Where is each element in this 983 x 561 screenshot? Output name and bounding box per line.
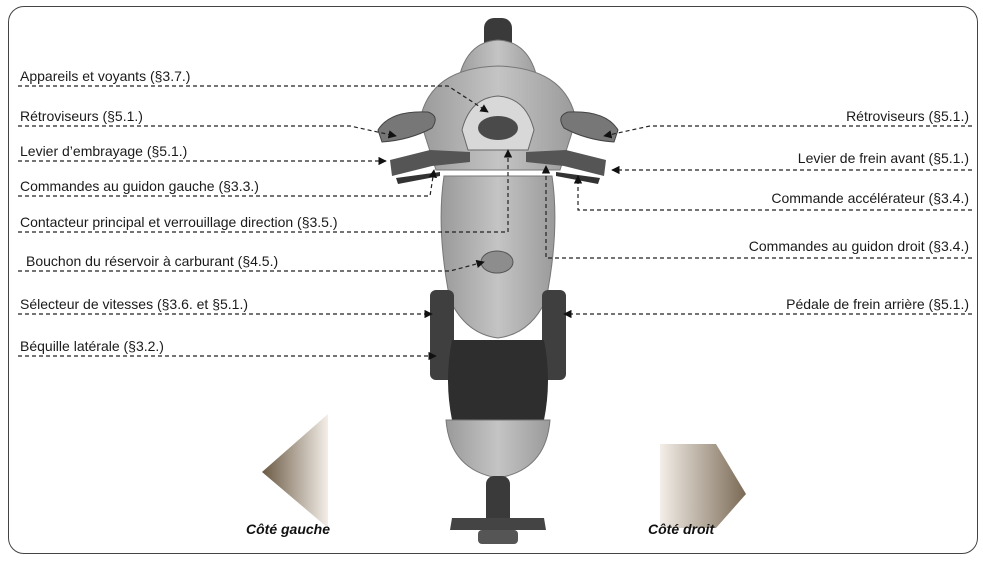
leader-mirror-right xyxy=(604,126,972,136)
label-fuel-cap: Bouchon du réservoir à carburant (§4.5.) xyxy=(26,253,278,269)
label-throttle: Commande accélérateur (§3.4.) xyxy=(771,190,969,206)
handlebar-left xyxy=(390,150,470,176)
label-mirror-right: Rétroviseurs (§5.1.) xyxy=(846,108,969,124)
label-front-brake-lever: Levier de frein avant (§5.1.) xyxy=(798,150,969,166)
fuel-cap-shape xyxy=(481,251,513,273)
left-side-arrow xyxy=(262,414,328,528)
label-instruments: Appareils et voyants (§3.7.) xyxy=(20,68,190,84)
label-left-side: Côté gauche xyxy=(246,521,330,537)
label-right-controls: Commandes au guidon droit (§3.4.) xyxy=(749,238,969,254)
label-mirror-left: Rétroviseurs (§5.1.) xyxy=(20,108,143,124)
label-ignition: Contacteur principal et verrouillage dir… xyxy=(20,214,338,230)
label-right-side: Côté droit xyxy=(648,521,714,537)
rear-light xyxy=(478,530,518,544)
right-side-arrow xyxy=(660,444,746,528)
label-side-stand: Béquille latérale (§3.2.) xyxy=(20,338,164,354)
label-clutch-lever: Levier d’embrayage (§5.1.) xyxy=(20,143,187,159)
seat xyxy=(448,340,548,420)
label-gear-selector: Sélecteur de vitesses (§3.6. et §5.1.) xyxy=(20,296,248,312)
label-left-controls: Commandes au guidon gauche (§3.3.) xyxy=(20,178,259,194)
dash-center xyxy=(478,116,518,140)
handlebar-right xyxy=(526,150,606,176)
motorcycle-illustration xyxy=(378,18,618,544)
license-plate-holder xyxy=(450,518,546,530)
leader-mirror-left xyxy=(18,126,396,136)
label-rear-brake-pedal: Pédale de frein arrière (§5.1.) xyxy=(786,296,969,312)
tail xyxy=(446,420,550,478)
